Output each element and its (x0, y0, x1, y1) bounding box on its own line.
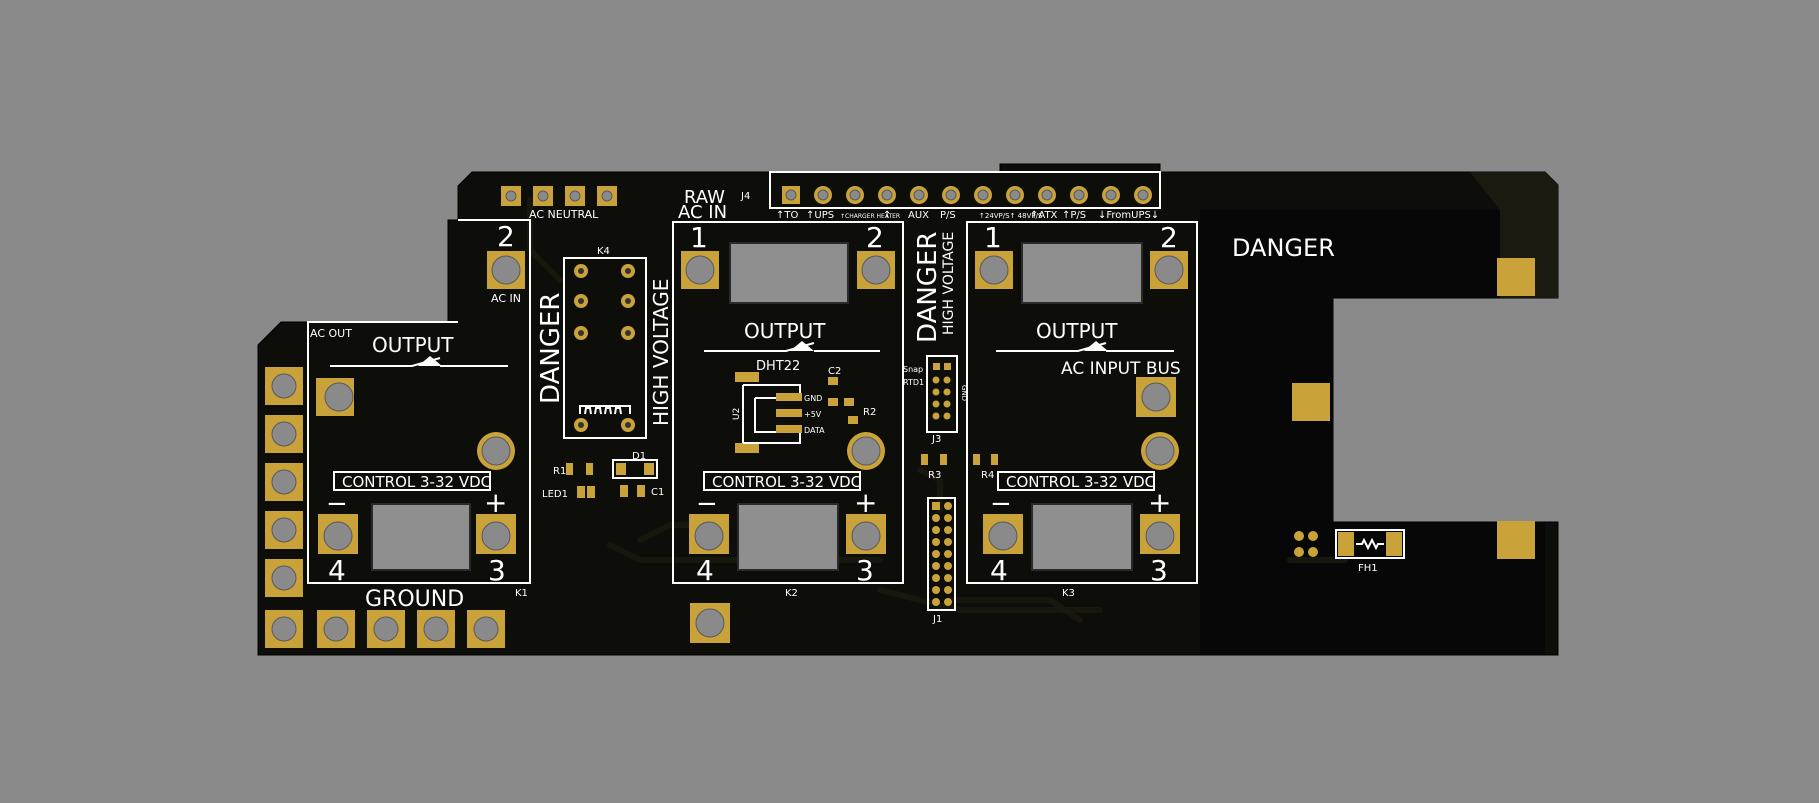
j1-refdes: J1 (932, 614, 942, 625)
k1-output-label: OUTPUT (372, 333, 454, 357)
j3-refdes: J3 (931, 434, 941, 445)
k2-pin-3-label: 3 (856, 554, 874, 587)
dht-gnd-label: GND (804, 394, 822, 403)
j4-legend-aux: AUX (908, 210, 929, 221)
ground-pads (265, 610, 505, 648)
danger-label-right: DANGER (1232, 234, 1335, 262)
j3-gnd-label: GND (960, 385, 968, 401)
rtd1-label: RTD1 (903, 378, 924, 387)
k1-control-label: CONTROL 3-32 VDC (342, 473, 491, 491)
r4-refdes: R4 (981, 470, 994, 481)
k3-plus-label: + (1148, 486, 1171, 519)
k3-pin-2-label: 2 (1160, 221, 1178, 254)
k1-ac-in-label: AC IN (491, 292, 521, 305)
k1-minus-label: − (326, 489, 348, 519)
dht-data-label: DATA (804, 426, 825, 435)
relay-k4: K4 (563, 246, 647, 439)
j4-legend-arrow: ↑ (883, 210, 891, 221)
mount-pad-middle (1292, 383, 1330, 421)
dht22-sensor: DHT22 U2 GND +5V DATA C2 R2 (732, 359, 876, 453)
c2-refdes: C2 (828, 366, 841, 377)
j4-legend-ps: P/S (940, 210, 956, 221)
k3-control-label: CONTROL 3-32 VDC (1006, 473, 1155, 491)
r2-refdes: R2 (863, 407, 876, 418)
r3-refdes: R3 (928, 470, 941, 481)
snap-label: Snap (903, 365, 923, 374)
danger-vertical-2: DANGER (913, 232, 943, 343)
k3-refdes: K3 (1062, 588, 1075, 599)
k1-pin-4-label: 4 (328, 554, 346, 587)
j4-legend-from-ups: ↓FromUPS↓ (1098, 210, 1159, 221)
relay-k2: 1 2 OUTPUT CONTROL 3-32 VDC − + 4 3 K2 (672, 221, 904, 599)
fh1-refdes: FH1 (1358, 563, 1378, 574)
k3-minus-label: − (990, 489, 1012, 519)
k3-pin-3-label: 3 (1150, 554, 1168, 587)
j4-legend-ps2: ↑P/S (1062, 210, 1086, 221)
k2-output-label: OUTPUT (744, 319, 826, 343)
k1-plus-label: + (484, 486, 507, 519)
k1-refdes: K1 (515, 588, 528, 599)
j4-legend-24v: ↑24VP/S↑ 48VP/S (979, 212, 1043, 220)
ac-neutral-pads (501, 186, 617, 206)
j4-header (782, 186, 1152, 204)
k1-pin-2-label: 2 (497, 220, 515, 253)
k1-pin-3-label: 3 (488, 554, 506, 587)
mount-pad-bottom-right (1497, 521, 1535, 559)
k2-plus-label: + (854, 486, 877, 519)
k2-pin-4-label: 4 (696, 554, 714, 587)
mount-pad-top-right (1497, 258, 1535, 296)
j4-label: J4 (740, 191, 750, 202)
u2-refdes: U2 (732, 408, 742, 420)
raw-label: RAW (684, 187, 725, 208)
led1-refdes: LED1 (542, 489, 568, 500)
fuse-holder-fh1: FH1 (1294, 529, 1405, 574)
k3-pin-4-label: 4 (990, 554, 1008, 587)
ac-input-bus-label: AC INPUT BUS (1061, 359, 1181, 379)
j4-legend-ups: ↑UPS (806, 210, 834, 221)
k3-pin-1-label: 1 (984, 221, 1002, 254)
k2-pin-1-label: 1 (690, 221, 708, 254)
relay-k1: 2 AC IN AC OUT OUTPUT CONTROL 3-32 VDC −… (307, 219, 531, 599)
k4-refdes: K4 (597, 246, 610, 257)
k1-ac-out-label: AC OUT (310, 327, 352, 340)
k2-control-label: CONTROL 3-32 VDC (712, 473, 861, 491)
high-voltage-vertical-1: HIGH VOLTAGE (649, 279, 673, 426)
j1-header: J1 (927, 497, 956, 625)
high-voltage-vertical-2: HIGH VOLTAGE (941, 232, 957, 335)
r1-refdes: R1 (553, 466, 566, 477)
d1-refdes: D1 (632, 451, 646, 462)
dht-5v-label: +5V (804, 410, 822, 419)
dht22-label: DHT22 (756, 359, 800, 374)
indicator-circuit: R1 D1 LED1 C1 (542, 451, 664, 500)
k3-output-label: OUTPUT (1036, 319, 1118, 343)
k2-refdes: K2 (785, 588, 798, 599)
j4-legend-atx: ↑ATX (1030, 210, 1058, 221)
j4-legend-charger-heater: ↑CHARGER HEATER (840, 213, 900, 220)
j4-outline (769, 171, 1161, 209)
danger-vertical-1: DANGER (536, 293, 566, 404)
k2-pin-2-label: 2 (866, 221, 884, 254)
relay-k3: 1 2 OUTPUT AC INPUT BUS CONTROL 3-32 VDC… (966, 221, 1198, 599)
raw-ac-in-label: AC IN (678, 202, 727, 223)
k2-minus-label: − (696, 489, 718, 519)
ac-out-pad-column (265, 367, 303, 597)
c1-refdes: C1 (651, 487, 664, 498)
j4-legend-to: ↑TO (776, 210, 798, 221)
ground-label: GROUND (365, 587, 464, 612)
ac-neutral-label: AC NEUTRAL (529, 208, 599, 221)
j3-connector: Snap RTD1 GND J3 (903, 355, 968, 445)
